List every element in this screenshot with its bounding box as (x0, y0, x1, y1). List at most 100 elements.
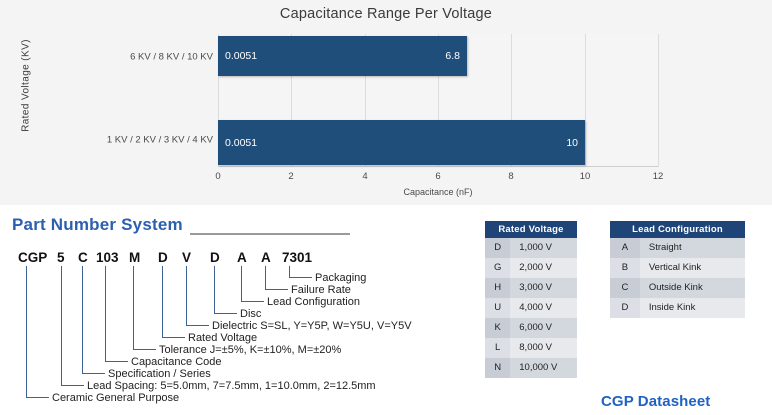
callout-label: Lead Spacing: 5=5.0mm, 7=7.5mm, 1=10.0mm… (87, 380, 376, 392)
bar-min-value: 0.0051 (225, 50, 258, 62)
heading-rule (190, 233, 350, 235)
callout-leader-horizontal (289, 277, 312, 278)
callout-label: Lead Configuration (267, 296, 360, 308)
callout-label: Tolerance J=±5%, K=±10%, M=±20% (159, 344, 342, 356)
part-number-segment: CGP (18, 250, 48, 265)
table-cell-code: L (485, 338, 511, 358)
table-cell-code: D (610, 298, 640, 318)
lead-configuration-table-header: Lead Configuration (610, 221, 745, 238)
table-cell-code: N (485, 358, 511, 378)
table-cell-value: Outside Kink (639, 278, 745, 298)
callout-label: Capacitance Code (131, 356, 222, 368)
callout-label: Failure Rate (291, 284, 351, 296)
part-number-segment: D (210, 250, 220, 265)
capacitance-chart: Capacitance Range Per Voltage Rated Volt… (0, 0, 772, 205)
table-cell-value: Straight (639, 238, 745, 258)
part-number-segment: D (158, 250, 168, 265)
callout-label: Disc (240, 308, 262, 320)
gridline (511, 34, 512, 167)
chart-plot-area: 0.0051 6.8 0.0051 10 (218, 34, 659, 167)
callout-label: Ceramic General Purpose (52, 392, 180, 404)
table-cell-code: B (610, 258, 640, 278)
table-cell-value: 10,000 V (510, 358, 577, 378)
chart-y-axis-label: Rated Voltage (KV) (20, 39, 32, 132)
x-tick-label: 4 (362, 171, 368, 182)
part-number-segment: M (129, 250, 141, 265)
y-tick-label: 1 KV / 2 KV / 3 KV / 4 KV (106, 134, 213, 146)
table-cell-value: 2,000 V (510, 258, 577, 278)
chart-title: Capacitance Range Per Voltage (279, 6, 493, 22)
callout-leader-horizontal (162, 337, 185, 338)
callout-label: Packaging (315, 272, 367, 284)
callout-leader-horizontal (265, 289, 288, 290)
callout-leader-vertical (82, 266, 83, 373)
x-tick-label: 2 (288, 171, 294, 182)
table-cell-code: G (485, 258, 511, 278)
callout-leader-vertical (61, 266, 62, 385)
part-number-segment: 7301 (282, 250, 313, 265)
callout-leader-horizontal (214, 313, 237, 314)
gridline (365, 34, 366, 167)
callout-leader-vertical (26, 266, 27, 397)
table-cell-value: 3,000 V (510, 278, 577, 298)
callout-label: Rated Voltage (188, 332, 258, 344)
table-cell-value: 1,000 V (510, 238, 577, 258)
table-cell-value: 4,000 V (510, 298, 577, 318)
callout-leader-horizontal (186, 325, 209, 326)
gridline (291, 34, 292, 167)
chart-x-tick-labels: 0 2 4 6 8 10 12 (215, 169, 663, 185)
callout-leader-vertical (105, 266, 106, 361)
callout-leader-vertical (241, 266, 242, 301)
part-number-segment: A (237, 250, 247, 265)
callout-leader-vertical (162, 266, 163, 337)
x-tick-label: 0 (215, 171, 221, 182)
bar-max-value: 10 (566, 136, 578, 149)
x-tick-label: 12 (652, 171, 664, 182)
gridline (438, 34, 439, 167)
callout-leader-horizontal (133, 349, 156, 350)
table-cell-code: D (485, 238, 511, 258)
callout-leader-vertical (289, 266, 290, 277)
x-tick-label: 10 (579, 171, 591, 182)
callout-label: Specification / Series (108, 368, 211, 380)
part-number-segment: V (182, 250, 192, 265)
part-number-segment: 5 (57, 250, 65, 265)
callout-leader-horizontal (82, 373, 105, 374)
bar-min-value: 0.0051 (225, 136, 258, 149)
callout-leader-vertical (265, 266, 266, 289)
callout-leader-horizontal (61, 385, 84, 386)
callout-leader-vertical (133, 266, 134, 349)
callout-leader-horizontal (241, 301, 264, 302)
callout-leader-horizontal (26, 397, 49, 398)
table-cell-code: C (610, 278, 640, 298)
callout-leader-horizontal (105, 361, 128, 362)
gridline (658, 34, 659, 167)
rated-voltage-table-header: Rated Voltage (485, 221, 577, 238)
table-cell-value: 8,000 V (510, 338, 577, 358)
part-number-segment: A (261, 250, 271, 265)
bar-max-value: 6.8 (445, 50, 460, 62)
part-number-segment: C (78, 250, 88, 265)
cgp-datasheet-link[interactable]: CGP Datasheet (601, 393, 711, 410)
gridline (585, 34, 586, 167)
callout-leader-vertical (214, 266, 215, 313)
x-axis-line (218, 166, 658, 167)
x-tick-label: 6 (435, 171, 441, 182)
callout-label: Dielectric S=SL, Y=Y5P, W=Y5U, V=Y5V (212, 320, 412, 332)
table-cell-code: H (485, 278, 511, 298)
table-cell-code: K (485, 318, 511, 338)
